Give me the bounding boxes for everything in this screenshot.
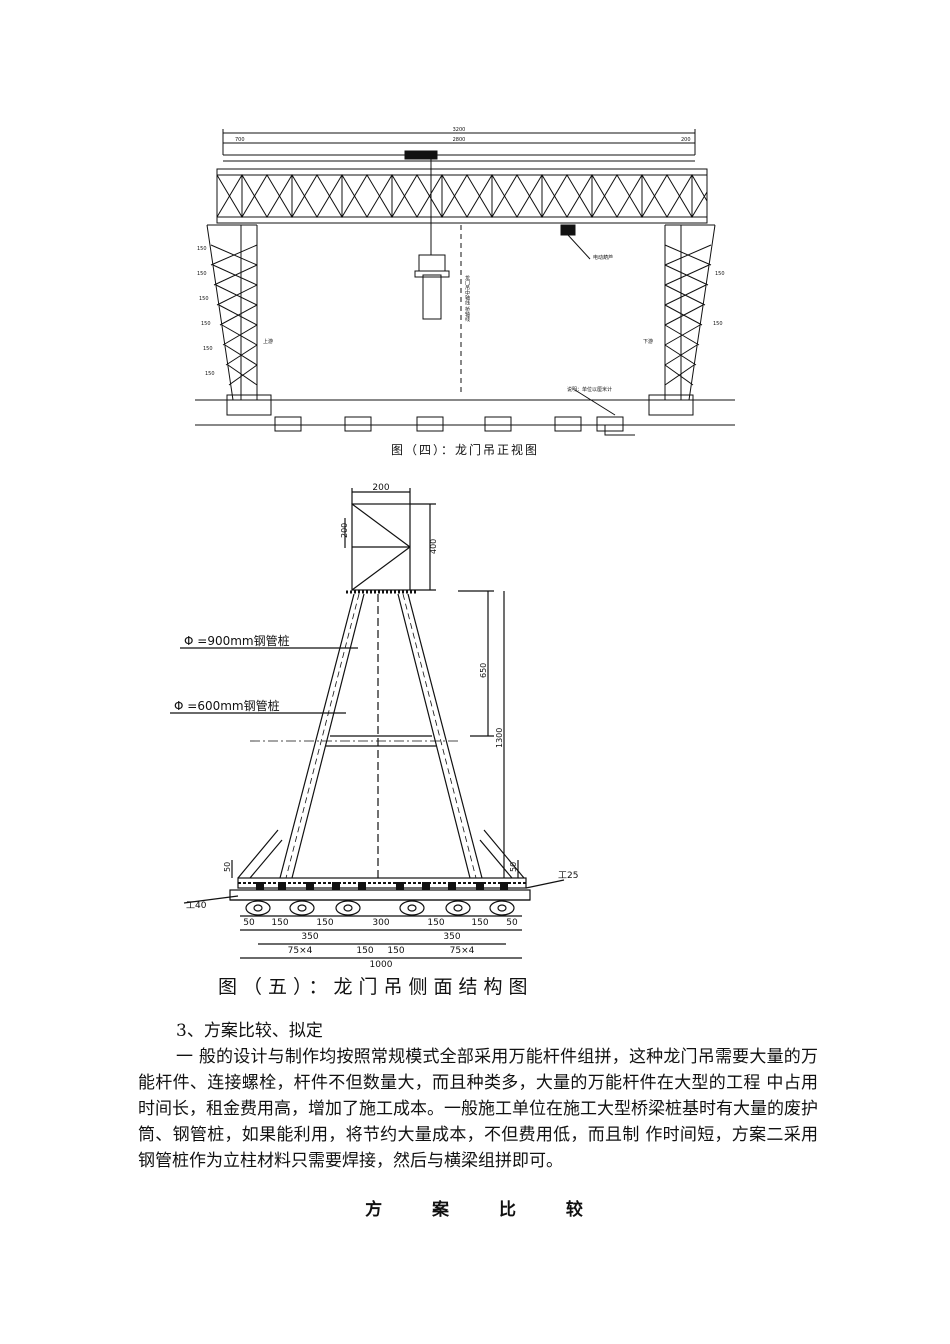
dim-top-width: 200 (372, 483, 389, 493)
side-label-2: 150 (197, 271, 207, 277)
label-downstream: 下游 (643, 338, 653, 345)
label-beam-bottom: 工40 (186, 901, 207, 911)
figure-front-view: 3200 700 2800 200 150 150 150 150 150 15… (195, 125, 735, 460)
dim-row2-1: 350 (301, 932, 318, 942)
side-label-1: 150 (197, 246, 207, 252)
label-note: 说明：单位以厘米计 (567, 386, 612, 393)
dim-overall: 1000 (370, 960, 393, 968)
dim-bottom-5: 150 (427, 918, 444, 928)
dim-right: 200 (681, 137, 691, 143)
dim-base-right: 50 (509, 862, 518, 872)
dim-row3-3: 150 (387, 946, 404, 956)
section-paragraph: 一 般的设计与制作均按照常规模式全部采用万能杆件组拼，这种龙门吊需要大量的万能杆… (138, 1047, 818, 1171)
comparison-title: 方 案 比 较 (365, 1200, 605, 1220)
label-pile-600: Φ =600mm钢管桩 (174, 698, 280, 713)
dim-total: 3200 (453, 127, 466, 133)
side-label-6: 150 (205, 371, 215, 377)
side-label-7: 150 (715, 271, 725, 277)
side-label-8: 150 (713, 321, 723, 327)
side-label-4: 150 (201, 321, 211, 327)
dim-row3-1: 75×4 (288, 946, 313, 956)
label-pile-900: Φ =900mm钢管桩 (184, 633, 290, 648)
label-hoist: 电动葫芦 (593, 254, 613, 261)
dim-bottom-6: 150 (471, 918, 488, 928)
dim-bottom-4: 300 (372, 918, 389, 928)
dim-bottom-7: 50 (506, 918, 518, 928)
dim-bottom-1: 50 (243, 918, 255, 928)
front-view-drawing: 3200 700 2800 200 150 150 150 150 150 15… (195, 127, 735, 436)
side-label-3: 150 (199, 296, 209, 302)
figure5-caption: 图（五）：龙门吊侧面结构图 (218, 976, 534, 998)
dim-row3-2: 150 (356, 946, 373, 956)
dim-bottom-2: 150 (271, 918, 288, 928)
dim-total-height: 1300 (495, 728, 504, 748)
label-beam-top: 工25 (558, 871, 578, 881)
side-label-5: 150 (203, 346, 213, 352)
side-view-drawing: 200 200 400 650 1300 Φ =900mm钢管桩 Φ =600m… (170, 483, 578, 970)
dim-row3-4: 75×4 (450, 946, 475, 956)
dim-box-height: 400 (429, 539, 438, 554)
section-heading: 3、方案比较、拟定 (176, 1021, 323, 1041)
dim-row2-2: 350 (443, 932, 460, 942)
label-axis: 龙门吊中轴线 桥轴线 (464, 274, 470, 322)
dim-upper: 650 (479, 663, 488, 678)
dim-bottom-3: 150 (316, 918, 333, 928)
dim-base-left: 50 (223, 862, 232, 872)
section-body: 3、方案比较、拟定 一 般的设计与制作均按照常规模式全部采用万能杆件组拼，这种龙… (138, 1018, 818, 1174)
figure-side-view: 200 200 400 650 1300 Φ =900mm钢管桩 Φ =600m… (160, 478, 590, 998)
dim-box-inner: 200 (340, 523, 349, 538)
figure4-caption: 图（四）：龙门吊正视图 (390, 443, 539, 457)
dim-mid: 2800 (453, 137, 466, 143)
dim-left: 700 (235, 137, 245, 143)
label-upstream: 上游 (263, 338, 273, 345)
